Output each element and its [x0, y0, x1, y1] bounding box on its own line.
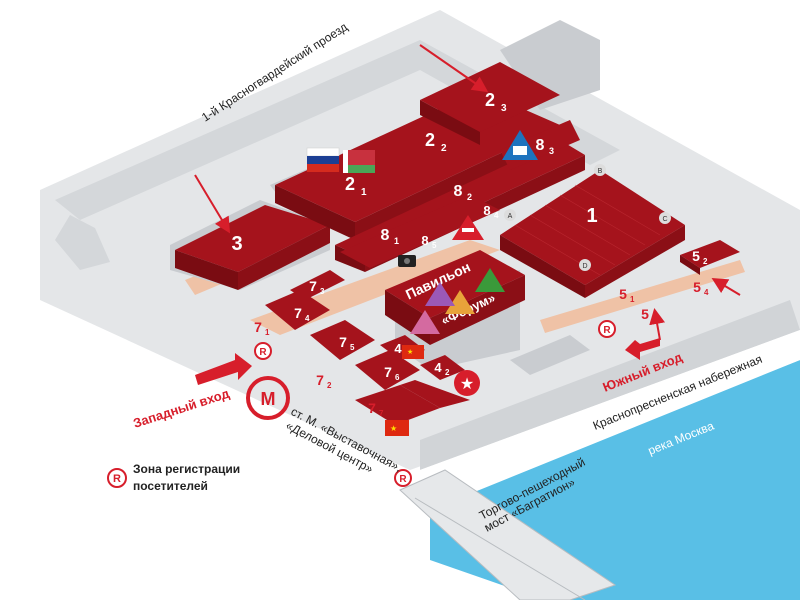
legend-line1: Зона регистрации [133, 462, 240, 476]
hall-4-1-label: 4 [394, 341, 402, 356]
hall-7-4-label: 7 [294, 305, 302, 321]
forum-icons [410, 268, 505, 334]
hall-8-3-sub: 3 [549, 146, 554, 156]
hall-2-2-label: 2 [425, 130, 435, 150]
hall-8-4-label: 8 [483, 203, 490, 218]
registration-icon: R [394, 469, 412, 487]
hall-7-2-sub: 2 [327, 381, 332, 390]
hall-7-6-label: 7 [384, 364, 392, 380]
hall-2-2-sub: 2 [441, 143, 447, 154]
hall-7-7-sub: 7 [379, 409, 384, 418]
entrance-arrows [195, 338, 660, 385]
hall-8-2-label: 8 [454, 183, 463, 200]
flag-china-icon: ★ [385, 420, 409, 436]
bridge [399, 469, 617, 600]
hall-7-3-sub: 3 [320, 287, 325, 296]
hall-2-1-label: 2 [345, 174, 355, 194]
hall-7-4-sub: 4 [305, 314, 310, 323]
hall-5-1-sub: 1 [630, 295, 635, 304]
flag-belarus-icon [343, 150, 375, 173]
hall-8-1-label: 8 [381, 227, 390, 244]
svg-text:★: ★ [390, 424, 397, 433]
graduation-icon [452, 215, 484, 240]
hall-2[interactable]: 2 1 2 2 2 3 [275, 62, 560, 240]
hall-1-corners: A B C D [504, 164, 671, 271]
corner-c: C [662, 216, 667, 223]
hall-7-1-sub: 1 [265, 328, 270, 337]
svg-text:М: М [261, 389, 276, 409]
hall-4-2-label: 4 [434, 360, 442, 375]
registration-mark-west: R [259, 347, 267, 358]
hall-1-label: 1 [586, 205, 597, 227]
hall-8-1-sub: 1 [394, 236, 399, 246]
registration-icon: R [254, 342, 272, 360]
hall-7-6-sub: 6 [395, 373, 400, 382]
hall-5-3-label: 5 [641, 306, 649, 322]
hall-7-1-label: 7 [254, 319, 262, 335]
legend-marker: R [113, 473, 121, 485]
flag-russia-icon [306, 147, 340, 172]
hall-7-7-label: 7 [368, 400, 376, 416]
metro-icon: М [246, 376, 290, 420]
corner-a: A [508, 213, 513, 220]
star-icon: ★ [454, 370, 480, 396]
west-entrance-label: Западный вход [131, 385, 232, 430]
hall-5-4-sub: 4 [704, 288, 709, 297]
hall-7-2-label: 7 [316, 372, 324, 388]
hall-8-2-sub: 2 [467, 192, 472, 202]
hall-8-3-label: 8 [536, 137, 545, 154]
hall-7-3-label: 7 [309, 278, 317, 294]
registration-mark-bridge: R [399, 474, 407, 485]
hall-5-1-label: 5 [619, 286, 627, 302]
hall-7-5-sub: 5 [350, 343, 355, 352]
hall-4-2-sub: 2 [445, 368, 450, 377]
hall-8-4-sub: 4 [494, 211, 499, 220]
flag-china-icon: ★ [402, 345, 424, 359]
hall-5-4-label: 5 [693, 279, 701, 295]
hall-8-5-label: 8 [421, 233, 428, 248]
hall-5-2-label: 5 [692, 248, 700, 264]
hall-3-label: 3 [231, 233, 242, 255]
corner-d: D [582, 263, 587, 270]
south-road [420, 300, 800, 470]
hall-8[interactable]: 8 1 8 2 8 3 8 4 8 5 [335, 120, 585, 272]
svg-text:★: ★ [460, 376, 474, 393]
hall-7-5-label: 7 [339, 334, 347, 350]
hall-2-3-sub: 3 [501, 103, 507, 114]
legend-line2: посетителей [133, 479, 208, 493]
bus-icon [502, 130, 538, 160]
hall-1[interactable]: 1 A B C D [500, 164, 685, 298]
hall-2-3-label: 2 [485, 90, 495, 110]
hall-5-2-sub: 2 [703, 257, 708, 266]
hall-2-1-sub: 1 [361, 187, 367, 198]
registration-icon: R [598, 320, 616, 338]
legend: R Зона регистрации посетителей [107, 462, 240, 493]
camera-icon [398, 255, 416, 267]
registration-mark-south: R [603, 325, 611, 336]
svg-text:★: ★ [407, 348, 413, 356]
hall-7[interactable]: 7 3 7 4 7 5 7 6 7 1 7 2 7 7 [254, 270, 470, 425]
direction-arrows [194, 44, 741, 341]
hall-5[interactable]: 5 2 5 1 5 3 5 4 [619, 240, 740, 324]
hall-8-5-sub: 5 [432, 241, 437, 250]
hall-3[interactable]: 3 [175, 205, 330, 290]
corner-b: B [598, 168, 603, 175]
